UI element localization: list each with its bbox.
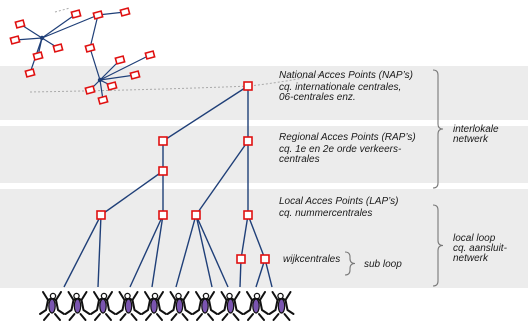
mesh-node [14,19,26,29]
access-line [63,214,102,288]
local-title: Local Acces Points (LAP’s) [279,196,399,207]
nap-rap-link [162,85,249,142]
mesh-node [70,9,82,19]
dotted-guide-line [54,7,71,13]
access-line [175,214,197,288]
access-line [195,214,229,288]
local-sub: cq. nummercentrales [279,208,373,219]
nap-node [243,81,253,91]
local-loop-brace [432,204,444,287]
wijk-node [236,254,246,264]
lap-node [96,210,106,220]
national-sub: cq. internationale centrales, 06-central… [279,82,402,103]
mesh-link [99,74,136,81]
user-figure [141,291,167,321]
rap-node [243,136,253,146]
national-title: National Acces Points (NAP’s) [279,70,413,81]
lap-node [158,210,168,220]
mesh-node [129,70,141,80]
user-figure [166,291,193,321]
mesh-node [84,43,96,53]
local-loop-label: local loop cq. aansluit- netwerk [453,233,507,264]
mesh-link [89,47,101,81]
access-line [97,214,102,288]
user-figure [268,291,295,321]
user-figure [64,291,91,321]
rap-node [158,166,168,176]
band-regional [0,126,528,183]
mesh-link [99,54,151,81]
access-line [129,214,164,288]
wijkcentrales-label: wijkcentrales [283,254,341,265]
mesh-node [92,10,104,20]
user-figure [39,291,65,321]
mesh-link [89,14,99,49]
mesh-node [106,81,118,91]
lap-node [243,210,253,220]
mesh-node [114,55,126,65]
rap-lap-link [100,170,164,216]
mesh-hub [97,77,103,83]
mesh-node [144,50,156,60]
user-figure [90,291,116,321]
sub-loop-brace [344,251,356,276]
mesh-node [9,35,21,45]
mesh-node [84,85,96,95]
access-line [195,214,213,288]
regional-title: Regional Acces Points (RAP’s) [279,132,416,143]
rap-lap-link [195,140,249,216]
mesh-hub [39,35,45,41]
regional-sub: cq. 1e en 2e orde verkeers- centrales [279,144,402,165]
mesh-link [41,13,77,39]
band-local [0,189,528,288]
mesh-node [52,43,64,53]
sub-loop-label: sub loop [364,259,402,270]
user-figure [243,291,269,321]
lap-wijk-link [247,214,266,260]
rap-node [158,136,168,146]
user-figure [217,291,244,321]
mesh-link [41,14,99,39]
wijk-node [260,254,270,264]
access-line [151,214,164,288]
lap-node [191,210,201,220]
mesh-node [24,68,36,78]
mesh-node [32,51,44,61]
interlokaal-brace [432,69,444,189]
mesh-node [97,95,109,105]
user-figure [115,291,142,321]
lap-wijk-link [240,214,249,260]
mesh-node [119,7,131,17]
interlokaal-label: interlokale netwerk [453,124,499,145]
user-figure [192,291,218,321]
